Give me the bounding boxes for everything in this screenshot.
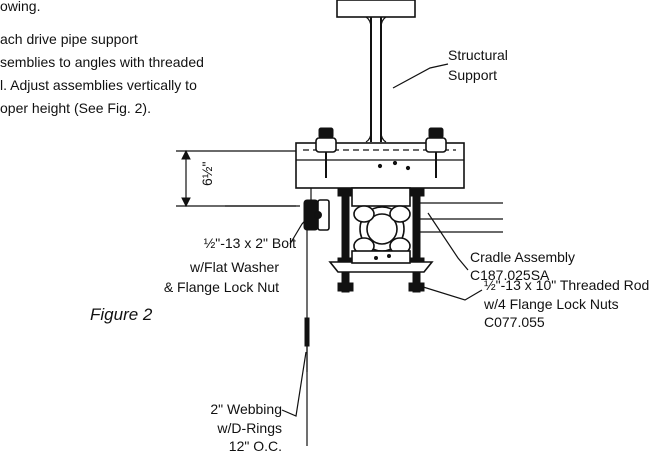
bolt-line-2: w/Flat Washer xyxy=(189,259,279,275)
webbing-line-2: w/D-Rings xyxy=(216,420,282,436)
label-cradle: Cradle Assembly C187.025SA xyxy=(470,249,575,283)
instruction-line-5: oper height (See Fig. 2). xyxy=(0,100,151,116)
u-bolt-clamp-right xyxy=(425,127,447,178)
bolt-line-1: ½"-13 x 2" Bolt xyxy=(204,235,297,251)
webbing-line-3: 12" O.C. xyxy=(229,438,282,454)
structural-support-line-1: Structural xyxy=(448,47,508,63)
threaded-rod-left xyxy=(337,187,354,293)
cradle-line-1: Cradle Assembly xyxy=(470,249,575,265)
label-structural-support: Structural Support xyxy=(448,47,508,83)
instruction-line-2: ach drive pipe support xyxy=(0,31,138,47)
threaded-rod-line-2: w/4 Flange Lock Nuts xyxy=(483,296,619,312)
installation-instructions: owing. ach drive pipe support semblies t… xyxy=(0,0,204,116)
webbing-line-1: 2" Webbing xyxy=(210,401,282,417)
structural-support-line-2: Support xyxy=(448,67,497,83)
u-bolt-clamp-left xyxy=(315,127,337,178)
leader-lines xyxy=(281,63,483,417)
instruction-line-3: semblies to angles with threaded xyxy=(0,54,204,70)
instruction-line-4: l. Adjust assemblies vertically to xyxy=(0,77,197,93)
height-dimension: 6½" xyxy=(176,149,296,208)
threaded-rod-line-3: C077.055 xyxy=(484,314,545,330)
i-beam xyxy=(336,0,416,143)
threaded-rod-right xyxy=(408,187,425,293)
threaded-rod-line-1: ½"-13 x 10" Threaded Rod xyxy=(484,277,649,293)
cradle-line-2: C187.025SA xyxy=(470,267,550,283)
side-bolt-assembly xyxy=(303,188,330,231)
webbing-strap xyxy=(304,230,310,446)
figure-caption: Figure 2 xyxy=(90,305,153,324)
label-webbing: 2" Webbing w/D-Rings 12" O.C. xyxy=(210,401,282,454)
label-bolt: ½"-13 x 2" Bolt w/Flat Washer & Flange L… xyxy=(164,235,296,295)
drive-pipe xyxy=(225,202,503,233)
bolt-line-3: & Flange Lock Nut xyxy=(164,279,279,295)
cradle-assembly xyxy=(328,187,434,273)
label-threaded-rod: ½"-13 x 10" Threaded Rod w/4 Flange Lock… xyxy=(483,277,649,330)
dimension-label: 6½" xyxy=(199,162,215,186)
instruction-line-1: owing. xyxy=(0,0,40,14)
